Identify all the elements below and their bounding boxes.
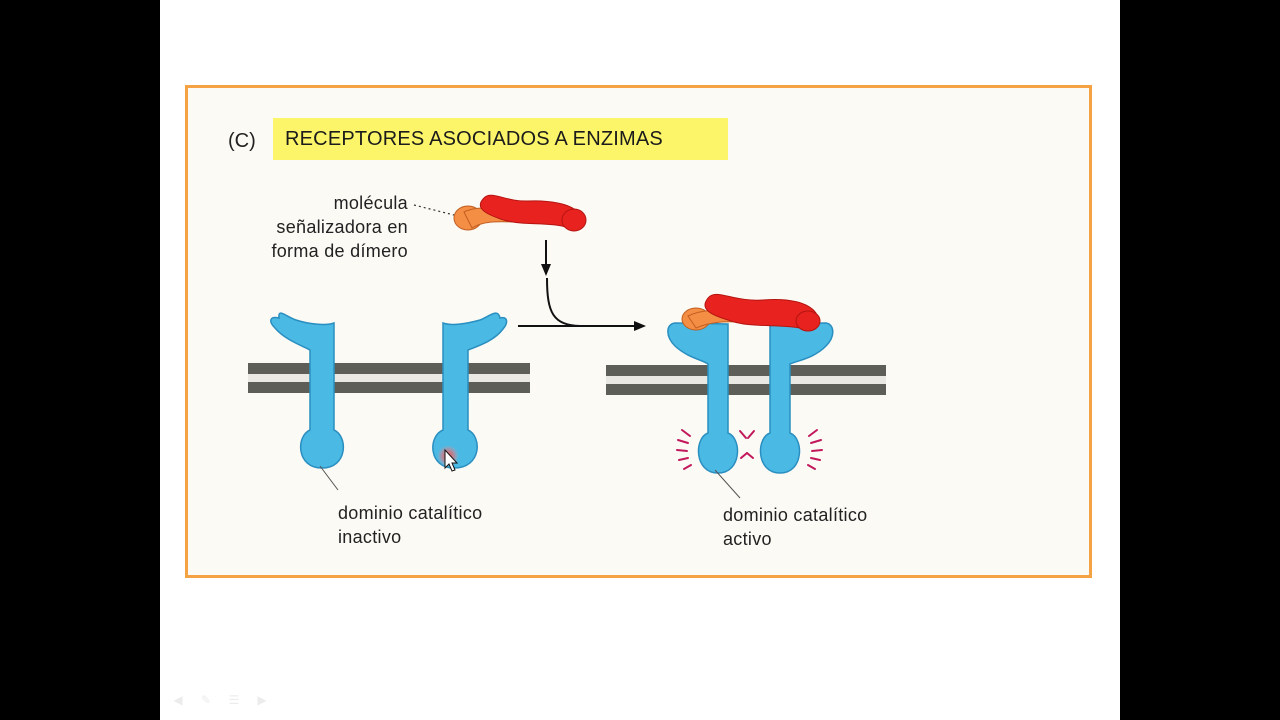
molecule-label: molécula señalizadora en forma de dímero	[212, 191, 408, 263]
panel-letter: (C)	[228, 130, 256, 152]
inactive-domain-label: dominio catalítico inactivo	[338, 501, 482, 549]
molecule-label-line: forma de dímero	[271, 241, 408, 261]
slide-nav-bar: ◀ ✎ ☰ ▶	[170, 694, 270, 706]
active-domain-label: dominio catalítico activo	[723, 503, 867, 551]
inactive-label-line: inactivo	[338, 527, 402, 547]
active-label-line: dominio catalítico	[723, 505, 868, 525]
reaction-arrow	[518, 240, 646, 331]
receptor-diagram	[248, 194, 886, 491]
receptor-active-left	[667, 322, 739, 474]
figure-panel: (C) RECEPTORES ASOCIADOS A ENZIMAS moléc…	[185, 85, 1092, 578]
mouse-pointer-icon	[437, 445, 459, 472]
ligand-bound	[681, 293, 821, 332]
inactive-pointer-line	[319, 465, 339, 491]
next-slide-icon[interactable]: ▶	[257, 693, 267, 707]
receptor-active-right	[759, 322, 834, 474]
inactive-label-line: dominio catalítico	[338, 503, 483, 523]
activation-marks	[676, 429, 823, 470]
membrane-inactive	[248, 363, 530, 393]
pen-icon[interactable]: ✎	[200, 693, 212, 707]
figure-title: RECEPTORES ASOCIADOS A ENZIMAS	[285, 128, 663, 150]
membrane-active	[606, 365, 886, 395]
molecule-label-line: molécula	[333, 193, 408, 213]
active-label-line: activo	[723, 529, 772, 549]
previous-slide-icon[interactable]: ◀	[173, 693, 183, 707]
molecule-pointer-line	[413, 204, 455, 216]
ligand-free	[453, 194, 587, 232]
molecule-label-line: señalizadora en	[276, 217, 408, 237]
menu-icon[interactable]: ☰	[228, 693, 240, 707]
title-highlight: RECEPTORES ASOCIADOS A ENZIMAS	[273, 118, 728, 160]
